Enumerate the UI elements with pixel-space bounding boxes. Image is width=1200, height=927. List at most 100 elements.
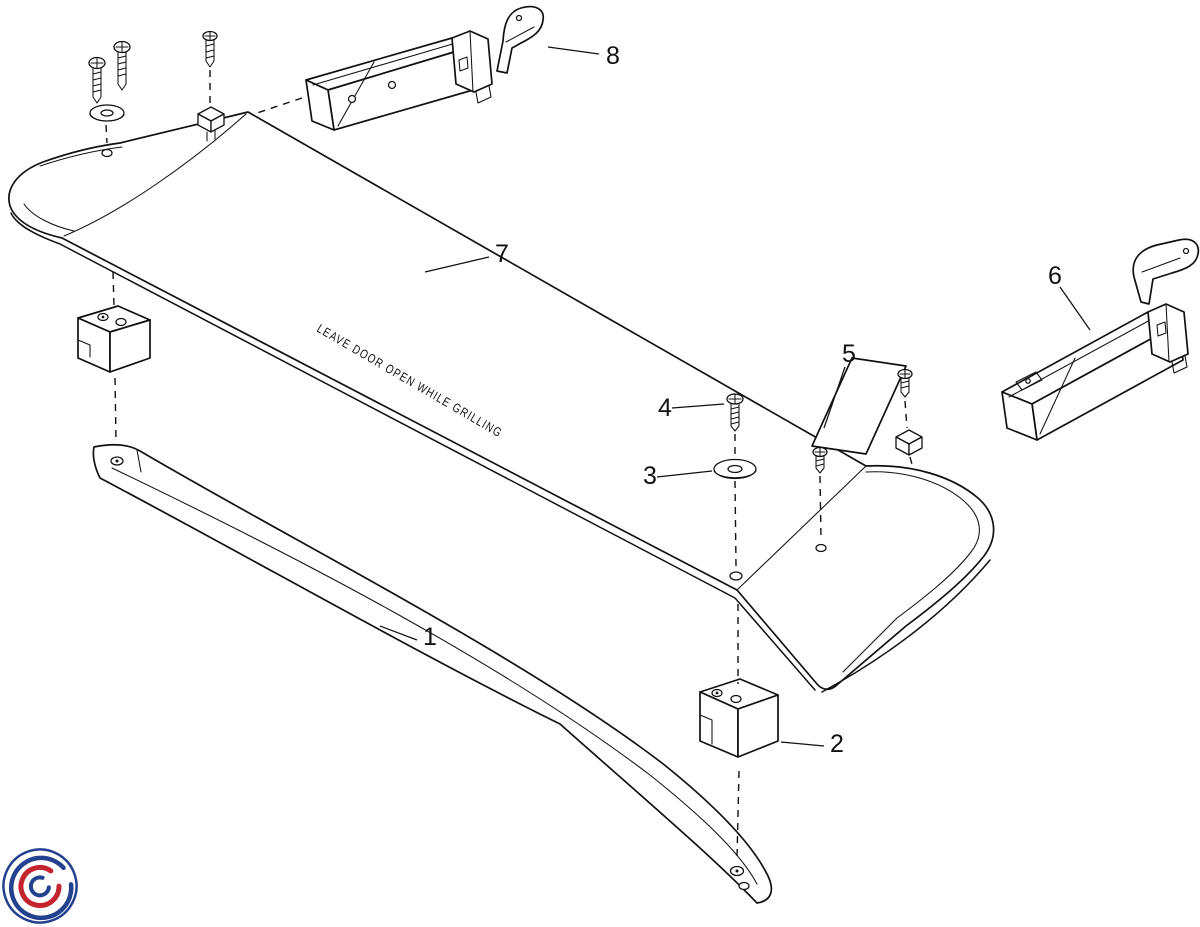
block-notch [699,714,713,745]
handle-hole-tip [738,881,750,891]
door-left-cap-edge-top [39,146,123,167]
leader-line-4 [671,403,725,409]
dash-clip-to-door-right [909,456,914,469]
latch-hook [1171,355,1188,374]
door-right-cap-edge [842,471,980,673]
screw-slot [90,57,104,69]
callout-3: 3 [643,462,657,490]
screw-slot [204,31,216,41]
plate-outline [811,357,907,455]
hinge-mounting-plate [811,357,907,455]
clip-pins [206,129,216,142]
block-hole [730,694,742,704]
brand-logo [2,848,78,924]
washer-thickness [89,114,125,122]
lever-hole [515,14,523,22]
leader-line-6 [1059,286,1091,331]
bracket-pin-hole [1025,378,1031,384]
hinge-pin-clip-left [197,106,225,142]
screw-plate-bottom [812,446,828,474]
dash-hinge8-to-door [256,97,303,114]
lever-flag [496,5,545,74]
handle-tab-step [136,449,142,473]
lever-paddle [1132,238,1200,305]
callout-6: 6 [1048,262,1062,290]
screw-shank [117,51,127,91]
bracket-crease [1039,357,1076,435]
screw-shank [205,39,215,68]
leader-line-1 [379,625,418,641]
handle-edge-line [111,467,758,885]
callout-7: 7 [495,240,509,268]
screw-slot [728,393,742,405]
leader-line-3 [656,470,713,478]
callout-5: 5 [842,340,856,368]
dash-block-to-handle-right [736,770,740,859]
hinge-pin-clip-right [895,429,923,456]
clip-side-face [210,113,225,133]
leader-line-8 [547,46,600,55]
spacer-block-right [699,678,779,758]
screw-top-left-b [113,40,131,91]
door-outline [8,111,995,691]
latch-slot [458,56,469,72]
screw-plate-top [897,368,913,398]
door-handle [92,443,773,904]
screw-slot [814,447,826,457]
callout-4: 4 [658,394,672,422]
bracket-hole [387,80,397,90]
latch-slot [1156,321,1167,337]
latch-edge [1165,303,1170,363]
block-pin [101,315,105,319]
logo-ring [2,848,78,924]
clip-side-face [908,436,923,456]
logo-swirl-inner [28,875,51,898]
bracket-end-face [305,79,335,131]
block-side-face [737,694,779,758]
bracket-slot [1015,371,1043,391]
door-left-cap-edge-bottom [23,203,75,232]
callout-2: 2 [830,730,844,758]
dash-washer-to-door-right [734,480,737,567]
screw-shank [730,402,740,432]
washer-top-left [89,104,125,122]
logo-swirl-middle [18,864,62,908]
door-right-cap-seam [736,465,867,591]
lever-hole [1182,247,1190,255]
leader-line-5 [823,366,846,429]
spacer-block-left [77,305,151,373]
screw-top-center [202,30,218,68]
screw-top-left-a [88,56,106,104]
dash-door-to-block-left [112,271,115,307]
washer-inner [100,109,114,117]
screw-slot [899,369,911,379]
latch-hook [475,85,492,104]
lever-crease [505,26,535,43]
handle-hole-right-pin [735,869,739,873]
door-hinge-hole-right [815,543,827,553]
block-notch [77,339,91,358]
handle-screw [726,393,744,432]
door-right-cap-band [821,559,991,693]
washer-thickness [713,470,757,479]
callout-1: 1 [423,623,437,651]
block-hole [115,317,127,327]
logo-swirl-outer [8,855,74,921]
handle-outline [92,443,773,904]
screw-shank [815,455,825,474]
door-hinge-left [305,5,545,131]
leader-line-7 [424,256,490,273]
washer [713,458,757,480]
screw-slot [115,41,129,53]
callouts: 1 2 3 4 5 6 7 8 [379,42,1091,758]
assembly-lines [105,70,914,859]
washer-inner [727,464,743,474]
lever-crease [1141,257,1181,273]
bracket-crease [337,61,375,127]
bracket-hole [347,94,357,104]
bracket-inner-edge [312,42,457,86]
dash-washer-to-door-left [105,124,108,144]
door-front-band [10,212,816,691]
